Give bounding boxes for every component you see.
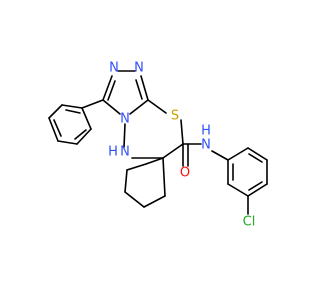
- triazole-bond: [102, 99, 121, 115]
- triazole-double-bond: [135, 79, 143, 100]
- atom-label-cl: Cl: [243, 215, 256, 230]
- thiadiazine-bond: [123, 123, 126, 148]
- molecule-structure-diagram: N N N S N H N H O Cl: [48, 60, 268, 230]
- amide-aryl-bond: [211, 150, 229, 161]
- atom-label-nh-n: N: [120, 145, 130, 160]
- atom-labels: N N N S N H N H O Cl: [108, 61, 255, 230]
- cyclohexane-bond: [124, 169, 128, 193]
- atom-label-n: N: [120, 112, 130, 127]
- cyclohexane-bond: [126, 163, 147, 171]
- chlorophenyl-double-bond: [248, 181, 263, 191]
- thiadiazine-bond: [147, 99, 167, 114]
- atom-label-o: O: [180, 166, 190, 181]
- thiadiazine-bond: [180, 119, 184, 145]
- thiadiazine-bond: [162, 143, 184, 159]
- chlorophenyl-bond: [247, 147, 268, 161]
- chlorophenyl-double-bond: [248, 153, 263, 163]
- chlorophenyl-bond: [247, 183, 268, 197]
- cyclohexane-bond: [145, 157, 164, 165]
- chlorophenyl-bond: [227, 183, 249, 197]
- molecule-svg: N N N S N H N H O Cl: [48, 61, 268, 230]
- triazole-double-bond: [107, 80, 116, 101]
- phenyl-bond: [48, 117, 59, 142]
- triazole-bond: [129, 99, 149, 115]
- phenyl-double-bond: [65, 109, 81, 114]
- atom-label-n: N: [109, 61, 119, 76]
- phenyl-bond: [57, 140, 78, 145]
- phenyl-triazole-bond: [81, 99, 104, 109]
- phenyl-bond: [48, 104, 63, 119]
- cyclohexane-bond: [143, 195, 166, 208]
- phenyl-bond: [81, 107, 92, 130]
- phenyl-double-bond: [74, 129, 87, 140]
- bond-lines: [48, 70, 268, 215]
- cyclohexane-bond: [162, 157, 166, 197]
- atom-label-nh-h: H: [108, 145, 118, 160]
- triazole-bond: [102, 75, 113, 101]
- cyclohexane-bond: [124, 191, 145, 208]
- phenyl-double-bond: [53, 119, 62, 137]
- chlorophenyl-bond: [227, 147, 249, 161]
- atom-label-s: S: [171, 109, 179, 124]
- phenyl-bond: [76, 128, 92, 145]
- triazole-bond: [140, 75, 149, 101]
- phenyl-bond: [61, 104, 83, 109]
- atom-label-amide-n: N: [201, 138, 211, 153]
- atom-label-n: N: [134, 61, 144, 76]
- atom-label-amide-h: H: [201, 124, 211, 139]
